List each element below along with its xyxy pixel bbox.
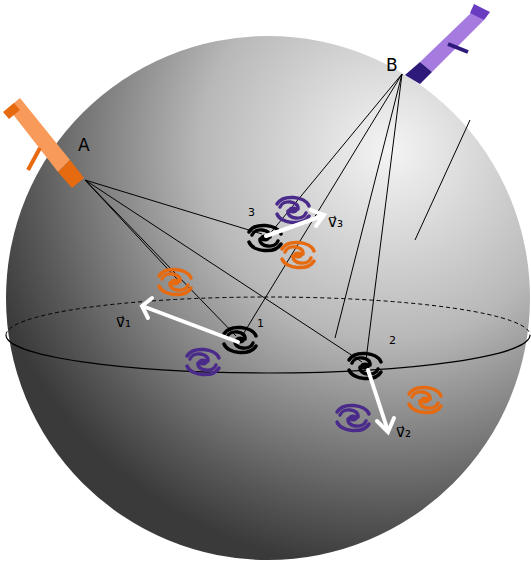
galaxy-number: 2 [389,335,396,347]
sight-lines [85,74,470,362]
galaxy-number: 3 [248,207,255,219]
galaxy-number: 1 [257,318,264,330]
equator-front [6,335,530,373]
observer-label: A [78,136,90,155]
velocity-arrows [142,210,394,432]
observer-label: B [386,56,398,75]
telescope-a [3,98,84,188]
velocity-label: v⃗₃ [328,214,343,231]
velocity-label: v⃗₂ [396,424,411,441]
velocity-label: v⃗₁ [116,314,131,331]
galaxies [159,197,441,430]
telescope-b [405,4,490,84]
equator-back [6,297,530,335]
sky-sphere [6,36,530,560]
